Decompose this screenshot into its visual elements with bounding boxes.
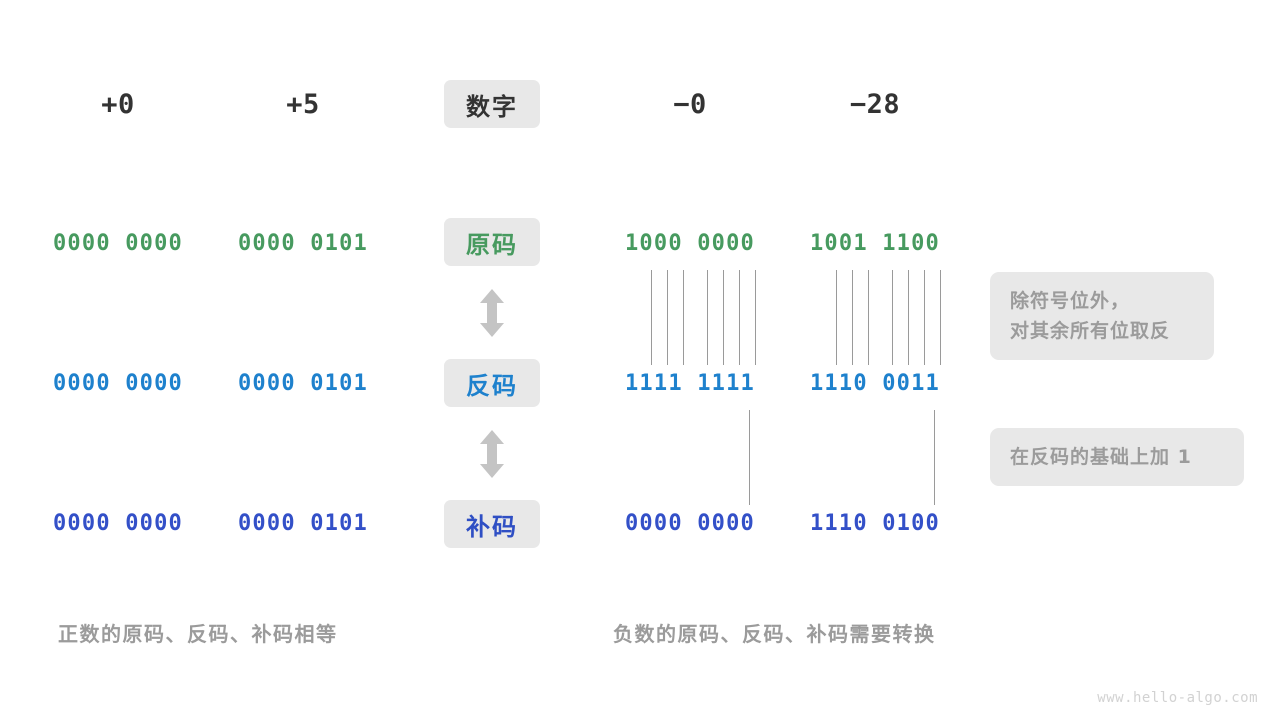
connector-line <box>868 270 869 365</box>
header-pos-five: +5 <box>286 88 320 120</box>
header-neg-zero: −0 <box>673 88 707 120</box>
chip-sign-magnitude-label: 原码 <box>444 218 540 266</box>
row-chip-ones-complement: 反码 <box>444 359 540 407</box>
chip-number-label: 数字 <box>444 80 540 128</box>
row-chip-sign-magnitude: 原码 <box>444 218 540 266</box>
row-chip-twos-complement: 补码 <box>444 500 540 548</box>
ones-complement-neg-28: 1110 0011 <box>809 370 940 396</box>
twos-complement-neg-zero: 0000 0000 <box>624 510 755 536</box>
double-arrow-icon-addone <box>474 429 510 479</box>
connector-line <box>852 270 853 365</box>
sign-magnitude-neg-28: 1001 1100 <box>809 230 940 256</box>
note-invert-bits: 除符号位外， 对其余所有位取反 <box>990 272 1214 360</box>
sign-magnitude-neg-zero: 1000 0000 <box>624 230 755 256</box>
watermark: www.hello-algo.com <box>1097 690 1258 706</box>
connector-line <box>892 270 893 365</box>
connector-line <box>723 270 724 365</box>
ones-complement-pos-zero: 0000 0000 <box>52 370 183 396</box>
ones-complement-neg-zero: 1111 1111 <box>624 370 755 396</box>
twos-complement-pos-five: 0000 0101 <box>237 510 368 536</box>
connector-line <box>651 270 652 365</box>
chip-twos-complement-label: 补码 <box>444 500 540 548</box>
twos-complement-pos-zero: 0000 0000 <box>52 510 183 536</box>
ones-complement-pos-five: 0000 0101 <box>237 370 368 396</box>
sign-magnitude-pos-zero: 0000 0000 <box>52 230 183 256</box>
note-add-one: 在反码的基础上加 1 <box>990 428 1244 486</box>
caption-negative: 负数的原码、反码、补码需要转换 <box>613 622 936 646</box>
connector-line <box>934 410 935 505</box>
chip-ones-complement-label: 反码 <box>444 359 540 407</box>
twos-complement-neg-28: 1110 0100 <box>809 510 940 536</box>
connector-line <box>707 270 708 365</box>
connector-line <box>940 270 941 365</box>
header-chip-number: 数字 <box>444 80 540 128</box>
sign-magnitude-pos-five: 0000 0101 <box>237 230 368 256</box>
connector-line <box>908 270 909 365</box>
connector-line <box>836 270 837 365</box>
header-neg-28: −28 <box>849 88 901 120</box>
header-pos-zero: +0 <box>101 88 135 120</box>
connector-line <box>739 270 740 365</box>
connector-line <box>667 270 668 365</box>
connector-line <box>924 270 925 365</box>
connector-line <box>683 270 684 365</box>
double-arrow-icon-invert <box>474 288 510 338</box>
connector-line <box>755 270 756 365</box>
connector-line <box>749 410 750 505</box>
caption-positive: 正数的原码、反码、补码相等 <box>58 622 338 646</box>
